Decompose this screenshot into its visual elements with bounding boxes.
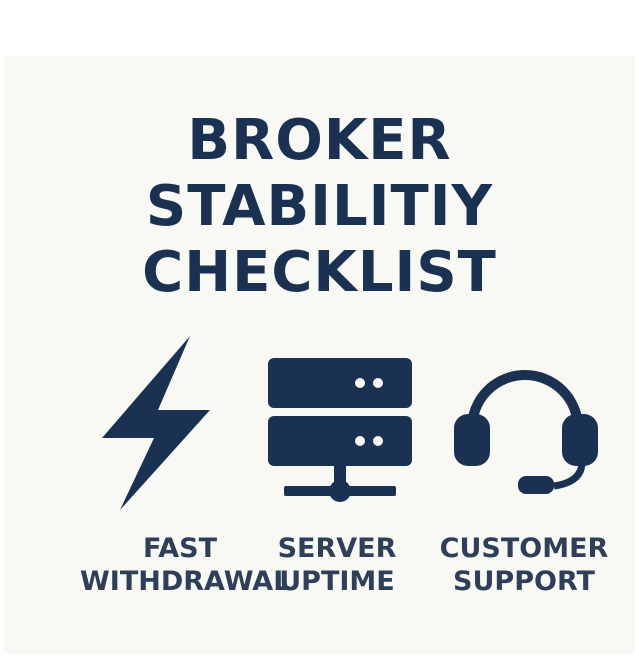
title-line-1: BROKER bbox=[187, 108, 452, 173]
checklist-title: BROKER STABILITIY CHECKLIST bbox=[0, 108, 639, 306]
title-line-3: CHECKLIST bbox=[142, 240, 497, 305]
server-icon bbox=[268, 358, 412, 502]
label-line-2: UPTIME bbox=[279, 566, 395, 597]
label-line-1: CUSTOMER bbox=[439, 533, 609, 564]
label-line-2: SUPPORT bbox=[453, 566, 595, 597]
label-line-1: SERVER bbox=[277, 533, 397, 564]
background-panel bbox=[4, 56, 635, 654]
label-line-1: FAST bbox=[142, 533, 218, 564]
customer-support-label: CUSTOMER SUPPORT bbox=[424, 532, 624, 598]
server-uptime-label: SERVER UPTIME bbox=[262, 532, 412, 598]
label-line-2: WITHDRAWAL bbox=[80, 566, 291, 597]
fast-withdrawal-label: FAST WITHDRAWAL bbox=[80, 532, 291, 598]
headset-icon bbox=[454, 370, 598, 494]
lightning-bolt-icon bbox=[102, 336, 210, 510]
title-line-2: STABILITIY bbox=[145, 174, 494, 239]
